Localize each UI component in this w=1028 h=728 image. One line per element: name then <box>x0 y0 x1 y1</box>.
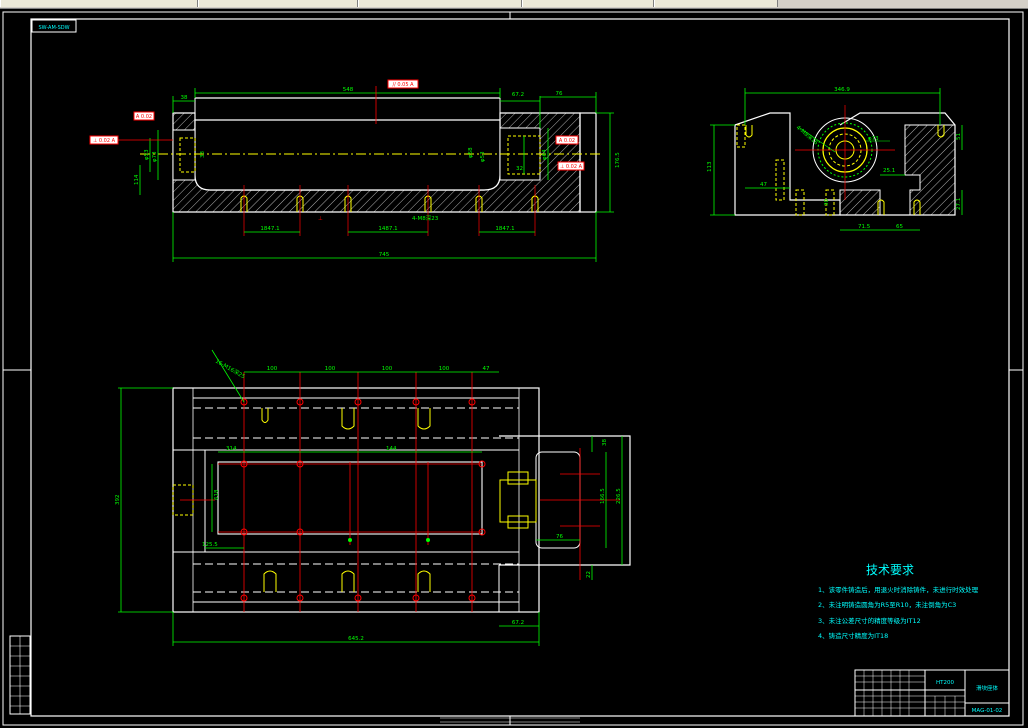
document-tab-2[interactable] <box>198 0 358 7</box>
tech-req-item-2: 2、未注明铸造圆角为R5至R10，未注倒角为C3 <box>818 600 956 609</box>
plan-overall-width: 645.2 <box>348 636 364 642</box>
revision-strip <box>9 635 31 715</box>
dim-left-offset: 38 <box>181 95 188 101</box>
side-dim-715: 71.5 <box>858 224 871 230</box>
cad-drawing-canvas[interactable]: SW-AM-SDW <box>0 8 1028 728</box>
plan-inner-2: 144 <box>386 446 397 452</box>
dia-left-2: φ53 <box>144 149 150 160</box>
side-dim-47: 47 <box>760 182 767 188</box>
plan-inner-3: 125.5 <box>202 542 218 548</box>
side-dim-251: 25.1 <box>883 168 895 174</box>
dia-right-2: φ53 <box>480 151 486 162</box>
dim-inner-length: 548 <box>343 87 354 93</box>
document-tab-5[interactable] <box>654 0 778 7</box>
side-view <box>734 105 956 216</box>
tech-req-title: 技术要求 <box>866 563 914 577</box>
tech-req-item-3: 3、未注公差尺寸的精度等级为IT12 <box>818 616 921 625</box>
plan-right-1: 166.5 <box>600 488 606 504</box>
sheet-tag: SW-AM-SDW <box>31 19 77 33</box>
dim-right-offset-2: 76 <box>556 91 563 97</box>
side-dim-51: 51 <box>956 133 962 140</box>
technical-requirements: 技术要求 1、该零件铸造后，用退火时消除铸件，未进行时效处理 2、未注明铸造圆角… <box>818 563 979 640</box>
side-height: 113 <box>707 161 713 172</box>
side-dim-30: 30 <box>824 199 830 206</box>
plan-hole-note: 16-M16深25 <box>214 357 247 381</box>
plan-spacing-3: 100 <box>382 366 393 372</box>
document-tab-4[interactable] <box>522 0 654 7</box>
dim-spacing-right: 1847.1 <box>495 226 514 232</box>
dim-right-offset-1: 67.2 <box>512 92 524 98</box>
front-view-dimension-text: 548 38 67.2 76 745 1847.1 1487.1 1847.1 … <box>134 87 621 258</box>
tol-flag-right-1: A 0.02 <box>559 138 575 144</box>
side-dim-65: 65 <box>896 224 903 230</box>
tech-req-item-4: 4、铸造尺寸精度为IT18 <box>818 631 888 640</box>
dim-spacing-mid: 1487.1 <box>378 226 397 232</box>
tolerance-frames: // 0.05 A ⊥ 0.02 A A 0.02 A 0.02 ⊥ 0.02 … <box>89 79 585 171</box>
plan-inner-4: 618 <box>214 489 220 500</box>
side-dim: 32 <box>516 166 523 172</box>
plan-spacing-1: 100 <box>267 366 278 372</box>
plan-inner-1: 314 <box>226 446 237 452</box>
tol-flag-left-1: ⊥ 0.02 A <box>93 138 116 144</box>
plan-bottom-right: 67.2 <box>512 620 524 626</box>
plan-spacing-2: 100 <box>325 366 336 372</box>
plan-overall-height: 392 <box>115 495 121 506</box>
dim-spacing-left: 1847.1 <box>260 226 279 232</box>
plan-view-dimension-text: 16-M16深25 100 100 100 100 47 392 645.2 6… <box>115 357 622 642</box>
document-tab-1[interactable] <box>0 0 198 7</box>
finish-mark: ⊥ <box>318 216 323 222</box>
plan-spacing-4: 100 <box>439 366 450 372</box>
tol-flag-top: // 0.05 A <box>392 82 414 88</box>
plan-right-4: 38 <box>602 439 608 446</box>
left-h-1: 114 <box>134 174 140 185</box>
thread-note: 4-M8深23 <box>412 214 439 222</box>
dia-left-1: φ73 <box>152 151 158 162</box>
side-view-dimensions <box>710 88 963 231</box>
dim-width-total: 745 <box>379 252 390 258</box>
side-width: 346.9 <box>834 87 850 93</box>
plan-view-dimensions <box>118 349 623 646</box>
cavity <box>194 119 501 191</box>
small-left: 33 <box>200 151 206 158</box>
title-part-name: 滑块座体 <box>976 684 999 692</box>
sheet-tag-text: SW-AM-SDW <box>38 25 69 31</box>
dia-right-1: φ58 <box>468 147 474 158</box>
plan-view <box>172 372 631 613</box>
tol-flag-right-2: ⊥ 0.02 A <box>560 164 583 170</box>
drawing-border <box>30 18 1010 717</box>
document-tab-3[interactable] <box>358 0 522 7</box>
title-block: HT200 滑块座体 MAG-01-02 <box>854 669 1010 717</box>
title-drawing-no: MAG-01-02 <box>972 708 1003 714</box>
title-material: HT200 <box>936 680 954 686</box>
plan-spacing-5: 47 <box>483 366 490 372</box>
dia-right-3: φ64 <box>542 149 548 160</box>
plan-right-2: 226.5 <box>616 488 622 504</box>
document-tab-bar <box>0 0 1028 9</box>
front-section-view <box>140 97 600 236</box>
scale-strip <box>440 717 580 723</box>
outer-frame <box>2 11 1024 726</box>
plan-right-5: 22 <box>586 571 592 578</box>
front-view-dimensions <box>139 88 614 262</box>
plan-right-3: 76 <box>556 534 563 540</box>
side-dim-271: 27.1 <box>956 198 962 210</box>
tech-req-item-1: 1、该零件铸造后，用退火时消除铸件，未进行时效处理 <box>818 585 979 594</box>
dim-height: 176.5 <box>615 152 621 168</box>
side-circle-note: φ73 <box>868 136 879 142</box>
tol-flag-left-2: A 0.02 <box>136 114 152 120</box>
